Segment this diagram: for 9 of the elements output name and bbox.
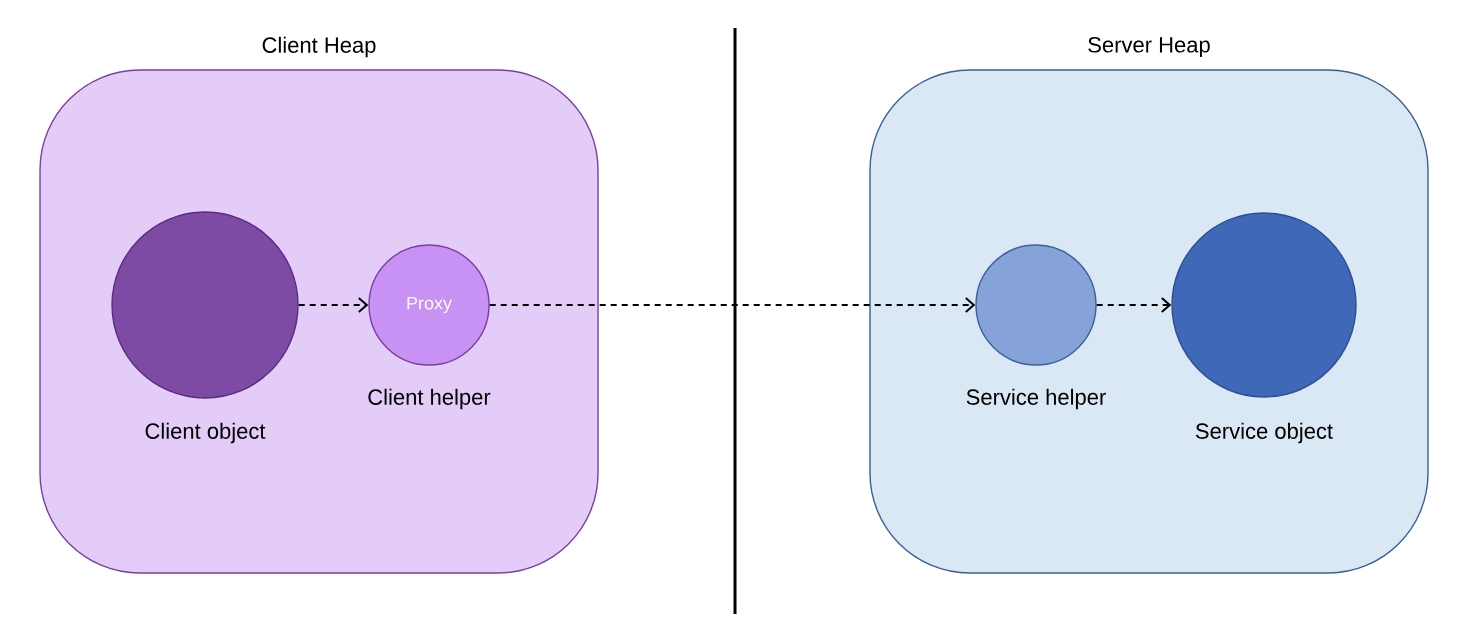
circle-label: Service helper: [966, 388, 1106, 410]
arrow: [297, 297, 369, 313]
heap-title: Server Heap: [1088, 37, 1210, 57]
arrow: [1095, 297, 1172, 313]
arrow: [488, 297, 976, 313]
circle-label: Client helper: [368, 388, 491, 410]
heap-title: Client Heap: [262, 36, 376, 58]
circle-label: Client object: [145, 422, 266, 444]
circle-label: Service object: [1195, 422, 1333, 444]
